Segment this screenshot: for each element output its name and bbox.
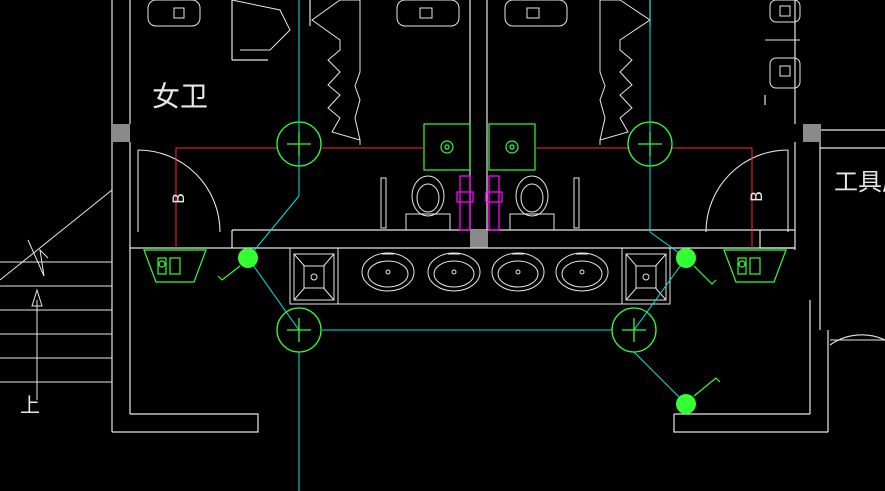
upper-stall-toilets [396, 0, 568, 27]
structural-columns [112, 124, 821, 248]
wash-basins [361, 252, 609, 292]
cyan-pipes [247, 0, 687, 491]
door-left [137, 149, 221, 233]
urinals [765, 0, 801, 89]
folded-partitions [311, 0, 651, 145]
stairs-up-label: 上 [20, 393, 40, 417]
sensor-fixtures [143, 249, 787, 283]
red-supply-lines [175, 147, 753, 250]
grab-rails [456, 175, 503, 231]
ceiling-fan-symbols [276, 121, 673, 353]
upper-left-toilet [147, 0, 291, 51]
mop-sink-left [293, 253, 335, 301]
switch-symbols [217, 248, 721, 414]
mop-sink-right [625, 253, 667, 301]
door-tool-room [829, 334, 885, 346]
door-label-b-left: B [169, 193, 188, 204]
door-label-b-right: B [747, 191, 766, 202]
room-label-female-restroom: 女卫 [152, 80, 208, 113]
door-right [705, 149, 789, 233]
stairs [0, 189, 113, 400]
floor-drain-boxes [423, 123, 536, 171]
vanity-counter [289, 247, 671, 305]
room-label-tool-room: 工具房 [834, 168, 885, 196]
accessible-toilets [380, 175, 580, 231]
